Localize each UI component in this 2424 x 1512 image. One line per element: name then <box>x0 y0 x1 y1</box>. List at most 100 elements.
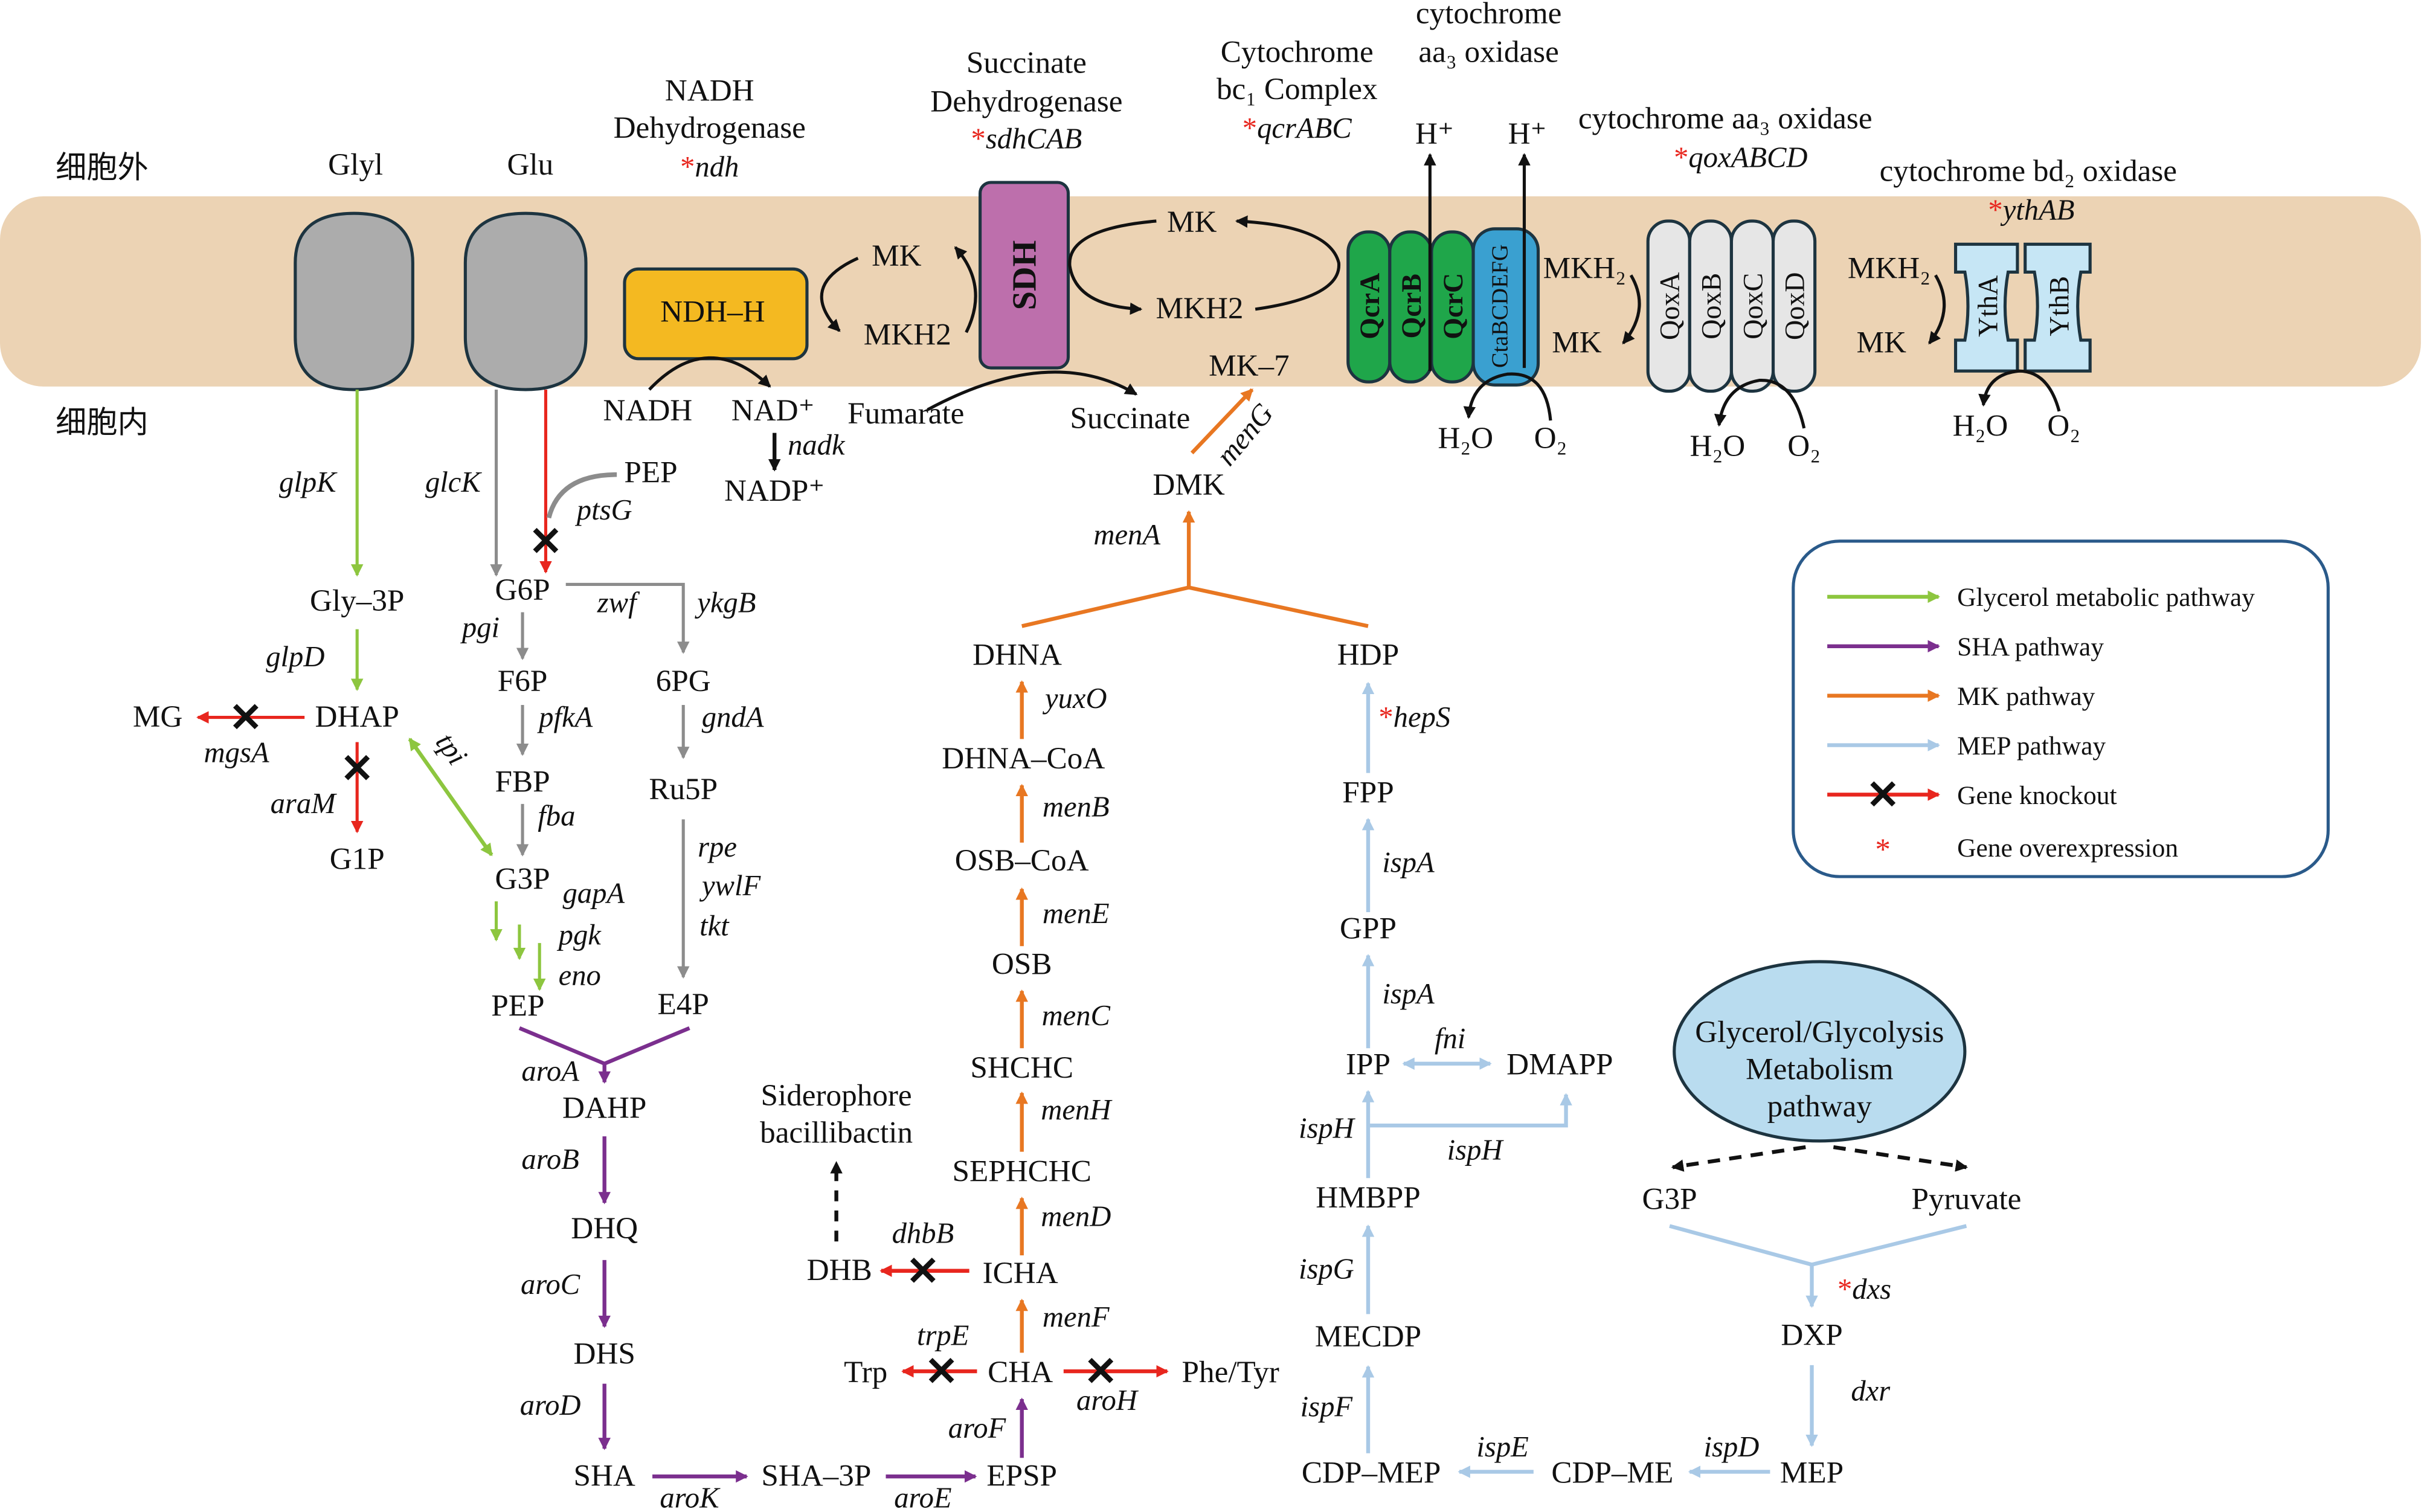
gene-gnda: gndA <box>702 701 764 733</box>
metabolite-mecdp: MECDP <box>1315 1319 1421 1354</box>
overexpression-asterisk-icon: * <box>1875 832 1891 867</box>
glu-label: Glu <box>507 147 553 182</box>
knockout-x: ✕ <box>925 1350 959 1394</box>
yth-title: cytochrome bd₂ oxidase <box>1880 153 2177 188</box>
metabolite-icha: ICHA <box>983 1256 1058 1290</box>
metabolite-epsp: EPSP <box>986 1458 1057 1493</box>
gene-arob: aroB <box>521 1143 579 1176</box>
gene-tpi: tpi <box>429 727 474 771</box>
gene-mene: menE <box>1043 897 1110 930</box>
metabolite-6pg: 6PG <box>656 664 711 698</box>
metabolite-cha: CHA <box>988 1355 1053 1389</box>
gene-aram: araM <box>271 787 338 820</box>
o2-label: O₂ <box>1534 421 1567 455</box>
gene-ispa: ispA <box>1382 846 1435 878</box>
gene-ispd: ispD <box>1704 1430 1760 1463</box>
metabolite-sha: SHA <box>574 1458 635 1493</box>
sdh-complex <box>979 181 1070 370</box>
gene-dxs: *dxs <box>1837 1273 1891 1305</box>
qoxc-label: QoxC <box>1738 273 1769 339</box>
knockout-x: ✕ <box>229 696 263 741</box>
cta-complex <box>1471 227 1540 387</box>
mk-label: MK <box>1856 326 1906 360</box>
gene-menb: menB <box>1043 790 1110 823</box>
gene-pgi: pgi <box>460 611 500 643</box>
gene-tkt: tkt <box>699 909 730 942</box>
metabolite-dhap: DHAP <box>315 700 399 734</box>
gene-ispf: ispF <box>1300 1390 1354 1423</box>
metabolite-g6p: G6P <box>495 573 550 607</box>
metabolite-dmk: DMK <box>1153 468 1224 502</box>
metabolite-fpp: FPP <box>1342 775 1394 809</box>
glu-transporter <box>463 211 588 391</box>
ellipse-label: Glycerol/Glycolysis <box>1695 1015 1944 1049</box>
gene-trpe: trpE <box>917 1319 969 1352</box>
gene-yuxo: yuxO <box>1042 682 1107 715</box>
gene-heps: *hepS <box>1378 701 1450 733</box>
gene-aroe: aroE <box>894 1481 951 1512</box>
knockout-x: ✕ <box>529 520 563 564</box>
metabolite-nadh: NADH <box>603 393 692 428</box>
ndh-gene: *ndh <box>680 150 739 183</box>
metabolite-g1p: G1P <box>330 841 385 876</box>
legend-mk: MK pathway <box>1957 682 2095 711</box>
glyl-transporter <box>294 211 414 391</box>
legend: Glycerol metabolic pathway SHA pathway M… <box>1792 539 2330 878</box>
mkh2-label: MKH2 <box>1156 291 1244 326</box>
metabolite-osb: OSB <box>992 947 1052 981</box>
gene-meng: menG <box>1210 397 1280 472</box>
o2-label: O₂ <box>1787 429 1821 463</box>
mkh2-label: MKH₂ <box>1543 251 1626 286</box>
qcr-title: Cytochrome <box>1221 34 1374 69</box>
gene-ptsg: ptsG <box>575 494 632 526</box>
sdh-title: Dehydrogenase <box>930 84 1122 118</box>
gene-mend: menD <box>1041 1200 1111 1233</box>
metabolite-e4p: E4P <box>658 987 709 1021</box>
metabolite-dxp: DXP <box>1781 1318 1842 1353</box>
gene-aroa: aroA <box>521 1055 579 1087</box>
metabolite-fumarate: Fumarate <box>847 396 964 431</box>
gene-rpe: rpe <box>698 831 737 863</box>
gene-fba: fba <box>538 800 575 832</box>
metabolite-cdp-mep: CDP–MEP <box>1302 1455 1441 1490</box>
h-plus-label: H⁺ <box>1415 117 1454 151</box>
legend-knockout: Gene knockout <box>1957 781 2117 810</box>
ndh-h-label: NDH–H <box>660 294 765 329</box>
metabolite-dhna: DHNA <box>972 638 1062 672</box>
ythb-label: YthB <box>2043 276 2074 336</box>
gene-mgsa: mgsA <box>204 736 269 769</box>
metabolite-dhs: DHS <box>574 1336 635 1371</box>
qoxd-subunit <box>1771 219 1817 393</box>
metabolite-fbp: FBP <box>495 764 550 799</box>
gene-dhbb: dhbB <box>892 1217 954 1250</box>
mkh2-label: MKH2 <box>864 318 951 352</box>
metabolite-g3p-mep: G3P <box>1642 1182 1697 1216</box>
metabolite-pyruvate: Pyruvate <box>1911 1182 2021 1216</box>
metabolite-g3p: G3P <box>495 862 550 896</box>
qcra-label: QcrA <box>1354 273 1385 339</box>
gene-menc: menC <box>1042 999 1111 1032</box>
gene-arok: aroK <box>660 1481 721 1512</box>
gene-glpd: glpD <box>266 640 324 673</box>
gene-nadk: nadk <box>788 428 846 461</box>
metabolite-sephchc: SEPHCHC <box>953 1154 1091 1188</box>
metabolite-gly3p: Gly–3P <box>310 584 404 618</box>
mk-label: MK <box>1552 326 1602 360</box>
metabolite-mk7: MK–7 <box>1209 349 1290 383</box>
gene-aroc: aroC <box>521 1268 580 1301</box>
metabolite-ipp: IPP <box>1346 1047 1390 1082</box>
metabolite-sha3p: SHA–3P <box>761 1458 871 1493</box>
qcrb-label: QcrB <box>1396 274 1427 338</box>
gene-pfka: pfkA <box>537 701 593 733</box>
legend-sha: SHA pathway <box>1957 632 2104 661</box>
glyl-label: Glyl <box>328 147 383 182</box>
metabolite-ru5p: Ru5P <box>649 772 718 806</box>
gene-gapa: gapA <box>562 877 625 910</box>
yth-gene: *ythAB <box>1988 193 2074 226</box>
metabolite-phe-tyr: Phe/Tyr <box>1182 1355 1279 1389</box>
metabolite-dmapp: DMAPP <box>1506 1047 1613 1082</box>
ythb-subunit <box>2024 242 2092 373</box>
gene-arod: aroD <box>520 1389 581 1421</box>
legend-glycerol: Glycerol metabolic pathway <box>1957 583 2255 612</box>
